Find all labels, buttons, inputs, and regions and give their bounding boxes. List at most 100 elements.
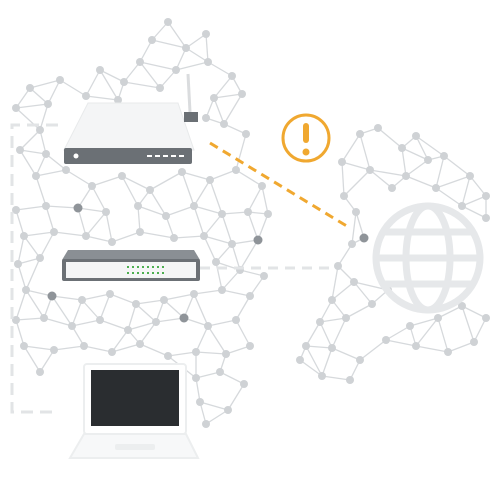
mesh-edge [435, 187, 463, 207]
mesh-edge [195, 325, 209, 353]
mesh-node [96, 66, 104, 74]
mesh-edge [341, 161, 371, 171]
mesh-edge [123, 61, 141, 83]
mesh-node [246, 292, 254, 300]
mesh-node [124, 326, 132, 334]
mesh-node [80, 342, 88, 350]
mesh-node [402, 172, 410, 180]
mesh-edge [461, 195, 487, 207]
mesh-edge [385, 339, 417, 347]
mesh-node [382, 336, 390, 344]
mesh-edge [207, 325, 227, 355]
mesh-edge [321, 375, 351, 381]
mesh-edge [111, 231, 141, 243]
mesh-edge [247, 185, 263, 213]
mesh-edge [139, 39, 153, 63]
mesh-edge [401, 147, 407, 177]
mesh-edge [121, 175, 151, 191]
mesh-node [482, 314, 490, 322]
mesh-edge [337, 243, 353, 267]
mesh-node [412, 342, 420, 350]
mesh-node [204, 322, 212, 330]
mesh-edge [223, 93, 243, 125]
mesh-edge [109, 293, 137, 305]
mesh-node [220, 120, 228, 128]
mesh-edge [155, 317, 185, 323]
router-icon [63, 73, 198, 164]
mesh-node [440, 152, 448, 160]
mesh-node [212, 258, 220, 266]
mesh-edge [437, 305, 463, 319]
mesh-node [444, 348, 452, 356]
mesh-node [348, 240, 356, 248]
mesh-node [342, 314, 350, 322]
mesh-edge [405, 175, 437, 189]
mesh-edge [77, 207, 87, 237]
network-switch-icon [62, 250, 200, 281]
mesh-edge [305, 345, 323, 377]
mesh-edge [331, 281, 355, 301]
mesh-edge [235, 169, 263, 187]
mesh-edge [235, 319, 251, 347]
mesh-edge [331, 347, 361, 361]
mesh-edge [461, 305, 487, 319]
mesh-node [228, 72, 236, 80]
mesh-edge [139, 321, 157, 345]
mesh-edge [199, 401, 229, 411]
mesh-edge [193, 179, 211, 207]
mesh-edge [215, 261, 223, 291]
mesh-edge [181, 171, 211, 181]
mesh-node [388, 184, 396, 192]
mesh-edge [235, 133, 247, 171]
mesh-node [88, 182, 96, 190]
mesh-node [36, 126, 44, 134]
mesh-edge [181, 171, 195, 207]
mesh-edge [39, 349, 55, 373]
mesh-node [20, 232, 28, 240]
mesh-edge [81, 293, 111, 301]
mesh-edge [99, 293, 111, 321]
mesh-edge [209, 169, 237, 181]
mesh-edge [207, 319, 237, 327]
mesh-edge [319, 299, 333, 323]
mesh-edge [351, 211, 357, 245]
mesh-node [316, 318, 324, 326]
mesh-node [328, 296, 336, 304]
mesh-edge [85, 95, 119, 101]
mesh-edge [257, 213, 269, 241]
mesh-edge [203, 235, 217, 263]
mesh-node [82, 232, 90, 240]
mesh-node [192, 374, 200, 382]
mesh-edge [305, 321, 321, 347]
mesh-node [218, 286, 226, 294]
mesh-edge [77, 207, 107, 213]
mesh-node [412, 132, 420, 140]
mesh-node [32, 172, 40, 180]
mesh-edge [19, 149, 47, 155]
mesh-node [350, 278, 358, 286]
mesh-edge [225, 345, 251, 355]
mesh-edge [185, 47, 209, 63]
mesh-node [232, 316, 240, 324]
mesh-node [210, 94, 218, 102]
mesh-node [47, 291, 57, 301]
mesh-node [222, 350, 230, 358]
mesh-node [466, 172, 474, 180]
mesh-edge [25, 257, 41, 291]
mesh-edge [45, 153, 67, 171]
mesh-edge [219, 371, 245, 385]
mesh-node [366, 166, 374, 174]
mesh-node [356, 356, 364, 364]
mesh-edge [249, 275, 265, 297]
mesh-edge [139, 61, 177, 71]
mesh-edge [461, 175, 471, 207]
mesh-edge [83, 345, 113, 353]
mesh-edge [91, 175, 123, 187]
mesh-node [108, 348, 116, 356]
mesh-edge [51, 295, 73, 327]
mesh-node [42, 202, 50, 210]
mesh-node [192, 348, 200, 356]
mesh-edge [121, 175, 139, 207]
mesh-edge [99, 69, 125, 83]
mesh-node [202, 420, 210, 428]
